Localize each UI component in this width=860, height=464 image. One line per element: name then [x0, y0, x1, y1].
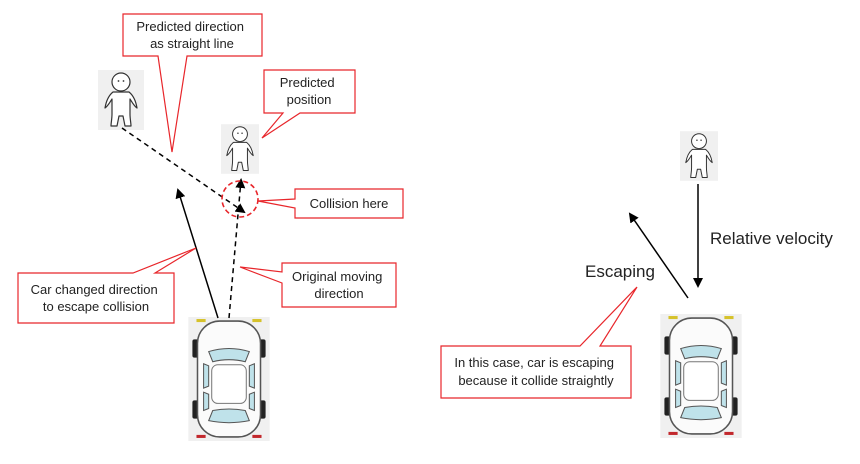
pedestrian-path-arrow: [121, 127, 246, 214]
callout-in-this-case: [440, 286, 638, 399]
car-left-icon: [188, 317, 270, 441]
person-right-icon: [680, 130, 718, 182]
car-right-icon: [660, 314, 742, 438]
callout-car-changed: [17, 247, 197, 324]
callout-predicted-direction: [122, 13, 263, 153]
escaping-arrow: [628, 212, 689, 299]
person-original-icon: [98, 70, 144, 130]
escaping-label: Escaping: [585, 262, 655, 281]
original-direction-arrow: [228, 178, 246, 319]
callout-original-direction-text: Original moving direction: [292, 269, 386, 301]
callout-collision-text: Collision here: [310, 196, 389, 211]
changed-direction-arrow: [175, 188, 219, 319]
relative-velocity-label: Relative velocity: [710, 229, 833, 248]
callout-in-this-case-text: In this case, car is escaping because it…: [454, 355, 617, 388]
callout-collision: [257, 188, 404, 219]
callout-predicted-position: [261, 69, 356, 139]
person-predicted-icon: [221, 123, 259, 175]
collision-circle: [221, 180, 259, 218]
callout-predicted-position-text: Predicted position: [280, 75, 339, 107]
callout-car-changed-text: Car changed direction to escape collisio…: [31, 282, 162, 314]
callout-predicted-direction-text: Predicted direction as straight line: [136, 19, 247, 51]
callout-original-direction: [239, 262, 397, 308]
